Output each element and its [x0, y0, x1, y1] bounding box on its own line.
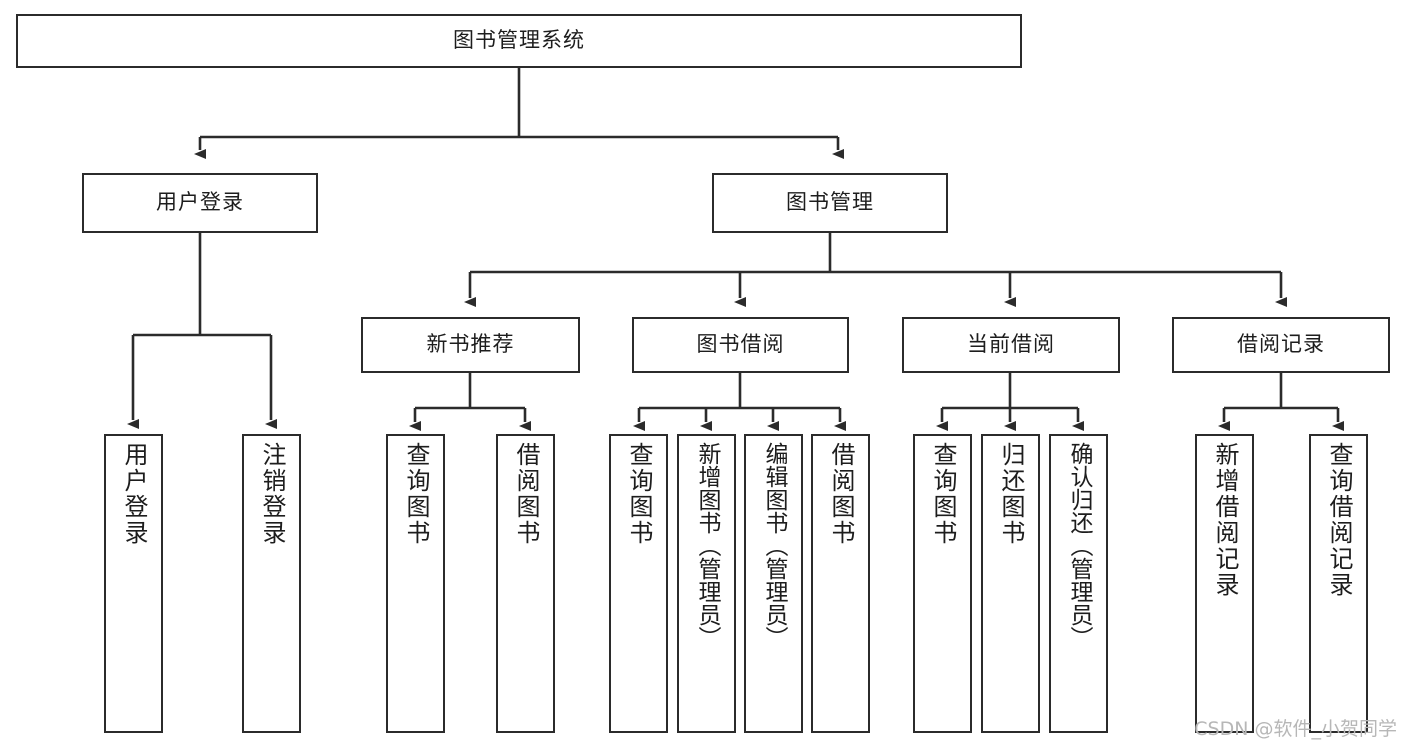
leaf-add-borrow-record[interactable]: 新增借阅记录	[1195, 434, 1254, 733]
leaf-borrow-book-borrow[interactable]: 借阅图书	[811, 434, 870, 733]
node-root[interactable]: 图书管理系统	[16, 14, 1022, 68]
node-book-borrow-label: 图书借阅	[696, 332, 785, 357]
node-user-login-label: 用户登录	[156, 190, 244, 215]
leaf-return-book-label: 归还图书	[996, 442, 1025, 546]
leaf-logout-label: 注销登录	[257, 442, 286, 546]
leaf-borrow-book-borrow-label: 借阅图书	[826, 442, 855, 546]
node-new-book-recommend-label: 新书推荐	[426, 332, 515, 357]
node-root-label: 图书管理系统	[453, 28, 585, 53]
leaf-return-book[interactable]: 归还图书	[981, 434, 1040, 733]
leaf-query-book-current-label: 查询图书	[928, 442, 957, 546]
leaf-add-book-admin-label: 新增图书（管理员）	[694, 442, 720, 649]
leaf-add-borrow-record-label: 新增借阅记录	[1210, 442, 1239, 598]
leaf-edit-book-admin[interactable]: 编辑图书（管理员）	[744, 434, 803, 733]
leaf-query-book-current[interactable]: 查询图书	[913, 434, 972, 733]
node-current-borrow[interactable]: 当前借阅	[902, 317, 1120, 373]
node-book-management-label: 图书管理	[786, 190, 874, 215]
leaf-query-book-newbook[interactable]: 查询图书	[386, 434, 445, 733]
leaf-add-book-admin[interactable]: 新增图书（管理员）	[677, 434, 736, 733]
leaf-logout[interactable]: 注销登录	[242, 434, 301, 733]
node-book-borrow[interactable]: 图书借阅	[632, 317, 849, 373]
node-borrow-record-label: 借阅记录	[1237, 332, 1325, 357]
node-new-book-recommend[interactable]: 新书推荐	[361, 317, 580, 373]
leaf-borrow-book-newbook[interactable]: 借阅图书	[496, 434, 555, 733]
leaf-confirm-return-admin[interactable]: 确认归还（管理员）	[1049, 434, 1108, 733]
leaf-confirm-return-admin-label: 确认归还（管理员）	[1066, 442, 1092, 649]
watermark: CSDN @软件_小贺同学	[1194, 718, 1397, 740]
leaf-user-login[interactable]: 用户登录	[104, 434, 163, 733]
leaf-borrow-book-newbook-label: 借阅图书	[511, 442, 540, 546]
node-user-login[interactable]: 用户登录	[82, 173, 318, 233]
node-book-management[interactable]: 图书管理	[712, 173, 948, 233]
node-borrow-record[interactable]: 借阅记录	[1172, 317, 1390, 373]
node-current-borrow-label: 当前借阅	[967, 332, 1055, 357]
leaf-query-book-borrow-label: 查询图书	[624, 442, 653, 546]
leaf-query-book-borrow[interactable]: 查询图书	[609, 434, 668, 733]
leaf-query-book-newbook-label: 查询图书	[401, 442, 430, 546]
leaf-query-borrow-record-label: 查询借阅记录	[1324, 442, 1353, 598]
leaf-edit-book-admin-label: 编辑图书（管理员）	[761, 442, 787, 649]
leaf-query-borrow-record[interactable]: 查询借阅记录	[1309, 434, 1368, 733]
leaf-user-login-label: 用户登录	[119, 442, 148, 546]
